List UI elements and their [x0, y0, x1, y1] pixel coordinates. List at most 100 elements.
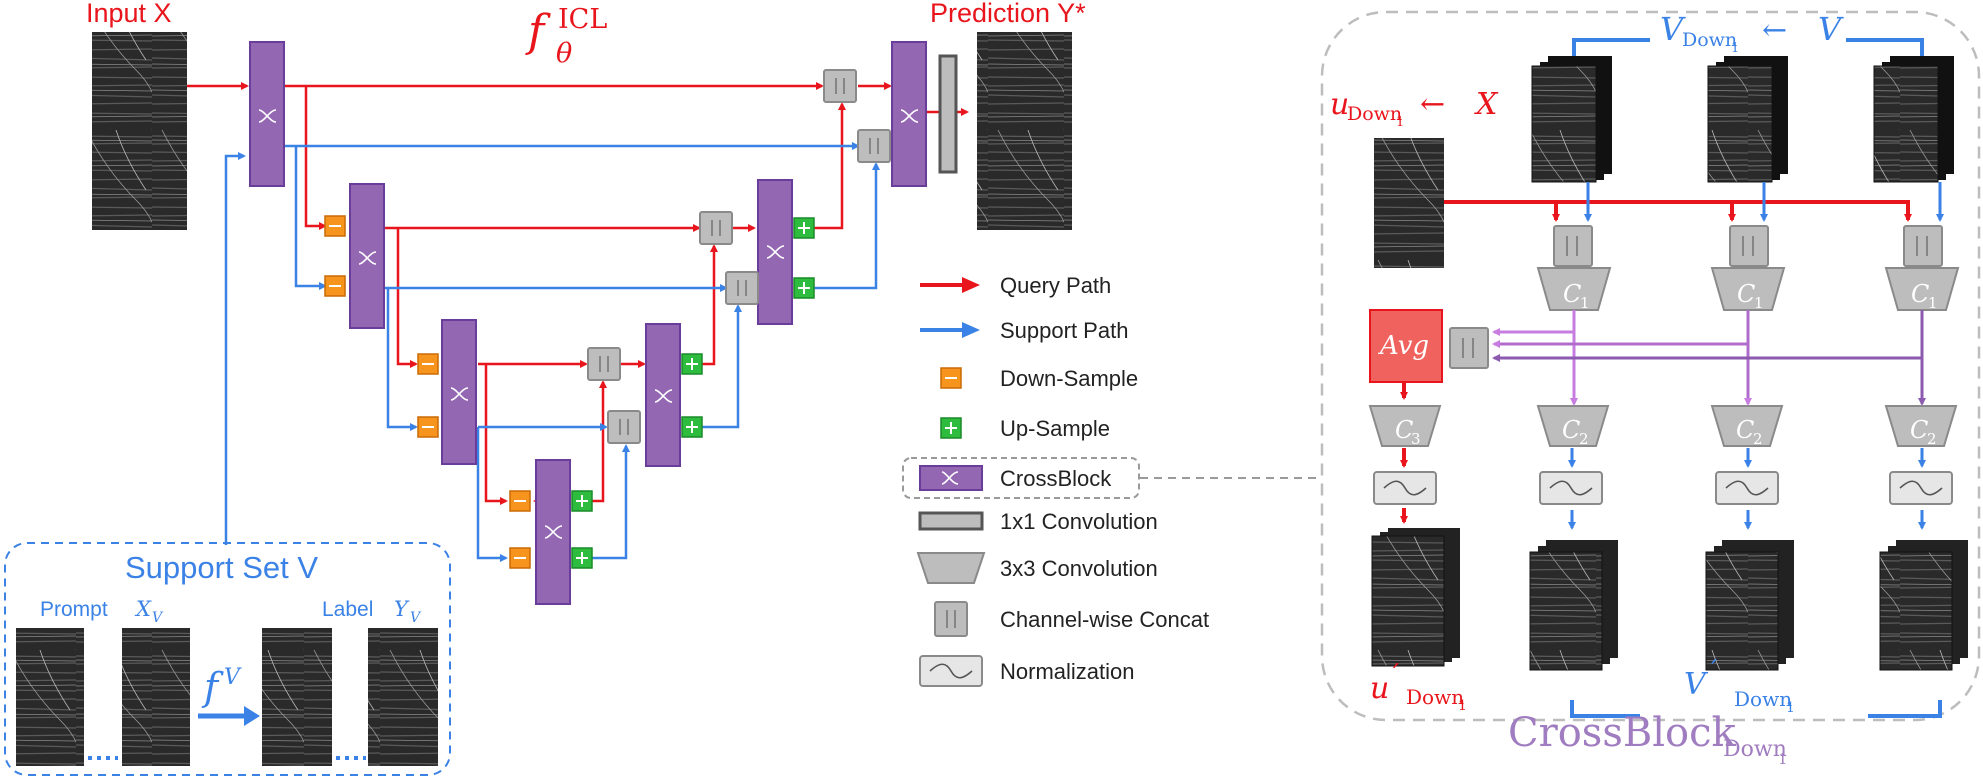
svg-text:2: 2 [1579, 430, 1589, 448]
svg-text:C: C [1737, 280, 1755, 308]
support-stack-3 [1873, 56, 1954, 183]
svg-text:1: 1 [1396, 115, 1404, 130]
crossblock-enc1 [249, 41, 285, 187]
svg-text:CrossBlock: CrossBlock [1508, 710, 1737, 756]
svg-text:Down: Down [1734, 687, 1792, 711]
concat-icon [1903, 225, 1943, 267]
input-label: Input X [86, 0, 172, 28]
shuffle-icons [258, 109, 919, 539]
svg-text:Down: Down [1406, 685, 1464, 709]
svg-text:C: C [1562, 416, 1580, 444]
svg-text:C: C [1736, 416, 1754, 444]
legend-item-conv1x1: 1x1 Convolution [918, 509, 1158, 534]
support-path-detail [1568, 182, 1944, 530]
svg-text:Avg: Avg [1378, 331, 1429, 361]
crossblocks [249, 41, 927, 605]
purple-paths [1492, 310, 1926, 406]
crossblock-dec1 [891, 41, 927, 187]
legend-item-normalization: Normalization [919, 655, 1135, 687]
v-assign-label: V Down 1 ← V [1660, 10, 1844, 56]
legend: Query Path Support Path Down-Sample Up-S… [902, 273, 1320, 687]
normalization-icon [1539, 471, 1603, 505]
svg-text:Channel-wise Concat: Channel-wise Concat [1000, 607, 1209, 632]
svg-text:1: 1 [1754, 294, 1764, 312]
down-sample-icon [417, 353, 439, 375]
down-sample-icon [324, 215, 346, 237]
down-sample-icon [324, 275, 346, 297]
normalization-icon [1715, 471, 1779, 505]
concat-icon [699, 211, 733, 245]
svg-text:2: 2 [1927, 430, 1937, 448]
concat-icon [857, 129, 891, 163]
svg-text:V: V [1818, 10, 1844, 48]
concat-boxes [587, 69, 891, 444]
svg-text:1: 1 [1458, 698, 1467, 714]
support-stack-2 [1707, 56, 1788, 183]
concat-icon [1553, 225, 1593, 267]
prompt-label: Prompt X V [40, 597, 164, 626]
prompt-image-1 [16, 628, 84, 766]
query-image [1374, 138, 1444, 268]
svg-text:C: C [1563, 280, 1581, 308]
c1-convs: C1 C1 C1 [1536, 267, 1960, 312]
u-out-label: u ´ Down 1 [1370, 661, 1467, 714]
c2-conv-1: C2 [1536, 405, 1610, 448]
down-sample-icon [509, 490, 531, 512]
svg-text:V: V [1660, 10, 1686, 48]
concat-icon [1729, 225, 1769, 267]
output-image [977, 32, 1072, 230]
legend-item-query: Query Path [920, 273, 1111, 298]
concat-icon [587, 347, 621, 381]
output-stack-support-2 [1705, 540, 1794, 671]
c2-conv-2: C2 [1710, 405, 1784, 448]
prompt-image-2 [122, 628, 190, 766]
query-path-detail [1400, 200, 1912, 524]
svg-text:C: C [1911, 280, 1929, 308]
up-sample-icon [793, 217, 815, 239]
svg-text:Up-Sample: Up-Sample [1000, 416, 1110, 441]
support-stack-1 [1531, 56, 1612, 183]
svg-text:Support Path: Support Path [1000, 318, 1128, 343]
input-image [92, 32, 187, 230]
svg-text:Normalization: Normalization [1000, 659, 1135, 684]
svg-text:X: X [1474, 87, 1499, 122]
legend-item-support: Support Path [920, 318, 1128, 343]
svg-text:ICL: ICL [558, 4, 607, 35]
svg-text:´: ´ [1388, 661, 1401, 691]
svg-text:X: X [134, 597, 152, 621]
concat-icon [823, 69, 857, 103]
up-sample-icon [571, 490, 593, 512]
support-brackets [1570, 38, 1942, 718]
label-image-1 [262, 628, 332, 766]
svg-text:V: V [410, 610, 422, 626]
concat-icon [1449, 327, 1489, 369]
svg-text:1x1 Convolution: 1x1 Convolution [1000, 509, 1158, 534]
conv1x1-output [938, 54, 958, 174]
legend-item-down-sample: Down-Sample [940, 366, 1138, 391]
svg-text:f: f [525, 6, 551, 57]
legend-item-conv3x3: 3x3 Convolution [916, 552, 1158, 584]
down-sample-icon [509, 547, 531, 569]
crossblock-enc3 [441, 319, 477, 465]
legend-item-up-sample: Up-Sample [940, 416, 1110, 441]
support-set-box: Support Set V Prompt X V Label Y V f V [4, 542, 451, 776]
support-set-title: Support Set V [125, 550, 318, 585]
down-sample-icon [417, 416, 439, 438]
svg-text:V: V [224, 665, 242, 690]
svg-text:1: 1 [1731, 41, 1739, 56]
output-stack-support-3 [1879, 540, 1968, 671]
normalization-icon [1889, 471, 1953, 505]
output-stack-query [1371, 528, 1460, 667]
svg-text:1: 1 [1778, 750, 1788, 768]
svg-text:Query Path: Query Path [1000, 273, 1111, 298]
svg-text:Down: Down [1347, 103, 1402, 125]
svg-text:Down: Down [1723, 737, 1787, 762]
c3-conv: C 3 [1368, 405, 1442, 448]
c1-conv-3: C1 [1884, 267, 1960, 312]
up-sample-icon [793, 277, 815, 299]
up-sample-icon [681, 416, 703, 438]
svg-text:2: 2 [1753, 430, 1763, 448]
concat-icon [607, 410, 641, 444]
svg-text:1: 1 [1786, 700, 1795, 716]
